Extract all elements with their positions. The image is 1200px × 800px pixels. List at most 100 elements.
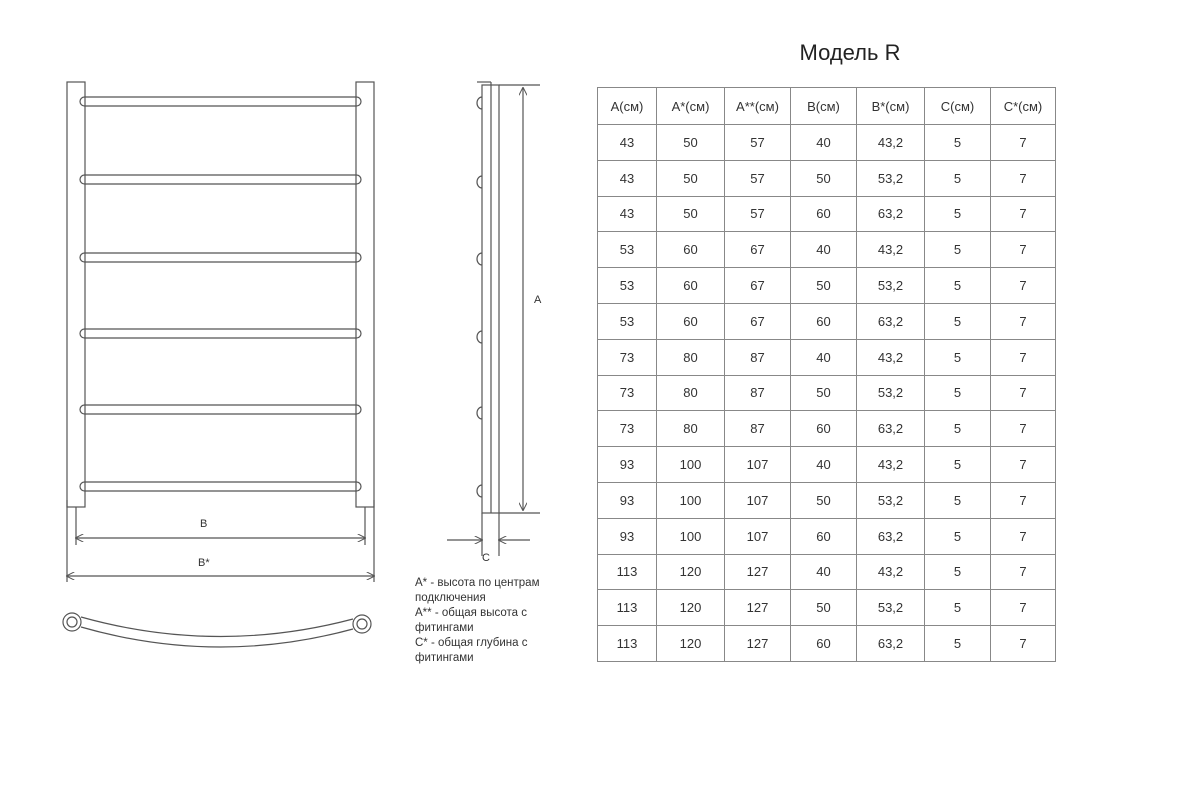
top-view bbox=[62, 612, 372, 648]
table-cell: 57 bbox=[724, 195, 791, 233]
column-header: A(см) bbox=[597, 87, 657, 125]
side-view bbox=[447, 81, 540, 556]
dimension-notes: A* - высота по центрам подключения A** -… bbox=[415, 576, 585, 666]
table-cell: 53 bbox=[597, 267, 657, 304]
table-cell: 43,2 bbox=[856, 124, 925, 161]
table-cell: 5 bbox=[924, 374, 991, 412]
table-cell: 7 bbox=[990, 302, 1056, 340]
table-cell: 43 bbox=[597, 195, 657, 233]
table-cell: 7 bbox=[990, 517, 1056, 555]
table-cell: 43,2 bbox=[856, 553, 925, 591]
table-cell: 80 bbox=[656, 374, 725, 412]
dimensions-table: A(см) A*(см) A**(см) B(см) B*(см) C(см) … bbox=[597, 87, 1056, 662]
table-cell: 50 bbox=[656, 195, 725, 233]
table-cell: 43,2 bbox=[856, 446, 925, 483]
table-cell: 7 bbox=[990, 338, 1056, 376]
table-cell: 73 bbox=[597, 374, 657, 412]
table-cell: 60 bbox=[656, 231, 725, 269]
table-cell: 120 bbox=[656, 553, 725, 591]
table-cell: 93 bbox=[597, 517, 657, 555]
table-cell: 53,2 bbox=[856, 374, 925, 412]
column-header: B*(см) bbox=[856, 87, 925, 125]
table-cell: 67 bbox=[724, 231, 791, 269]
right-rail bbox=[355, 81, 375, 508]
table-cell: 5 bbox=[924, 481, 991, 519]
table-cell: 40 bbox=[790, 338, 857, 376]
rung bbox=[79, 328, 362, 339]
table-cell: 60 bbox=[790, 302, 857, 340]
table-cell: 100 bbox=[656, 517, 725, 555]
table-cell: 73 bbox=[597, 410, 657, 448]
left-rail bbox=[66, 81, 86, 508]
table-cell: 5 bbox=[924, 159, 991, 197]
rung bbox=[79, 96, 362, 107]
table-cell: 50 bbox=[656, 159, 725, 197]
table-cell: 57 bbox=[724, 124, 791, 161]
table-cell: 5 bbox=[924, 446, 991, 483]
table-cell: 43 bbox=[597, 124, 657, 161]
dimension-c-label: C bbox=[482, 552, 490, 564]
table-cell: 60 bbox=[790, 410, 857, 448]
table-cell: 7 bbox=[990, 124, 1056, 161]
table-cell: 67 bbox=[724, 302, 791, 340]
table-cell: 7 bbox=[990, 481, 1056, 519]
table-cell: 57 bbox=[724, 159, 791, 197]
table-cell: 60 bbox=[656, 302, 725, 340]
table-cell: 43,2 bbox=[856, 231, 925, 269]
table-cell: 87 bbox=[724, 374, 791, 412]
table-cell: 5 bbox=[924, 553, 991, 591]
table-cell: 63,2 bbox=[856, 302, 925, 340]
table-cell: 73 bbox=[597, 338, 657, 376]
table-cell: 7 bbox=[990, 374, 1056, 412]
table-cell: 120 bbox=[656, 589, 725, 627]
table-cell: 5 bbox=[924, 338, 991, 376]
side-fittings bbox=[476, 96, 483, 498]
table-cell: 53,2 bbox=[856, 267, 925, 304]
table-cell: 5 bbox=[924, 302, 991, 340]
note-a-double-star: A** - общая высота с фитингами bbox=[415, 607, 527, 634]
table-cell: 50 bbox=[790, 589, 857, 627]
column-header: A**(см) bbox=[724, 87, 791, 125]
rung bbox=[79, 404, 362, 415]
note-a-star: A* - высота по центрам подключения bbox=[415, 577, 540, 604]
table-cell: 7 bbox=[990, 589, 1056, 627]
table-cell: 5 bbox=[924, 124, 991, 161]
table-cell: 93 bbox=[597, 481, 657, 519]
table-cell: 40 bbox=[790, 231, 857, 269]
table-cell: 5 bbox=[924, 517, 991, 555]
table-cell: 60 bbox=[790, 195, 857, 233]
table-cell: 60 bbox=[790, 517, 857, 555]
table-cell: 60 bbox=[790, 625, 857, 662]
table-cell: 127 bbox=[724, 553, 791, 591]
column-header: C*(см) bbox=[990, 87, 1056, 125]
table-cell: 53 bbox=[597, 302, 657, 340]
table-cell: 63,2 bbox=[856, 195, 925, 233]
table-cell: 63,2 bbox=[856, 410, 925, 448]
note-c-star: C* - общая глубина с фитингами bbox=[415, 637, 528, 664]
table-cell: 50 bbox=[656, 124, 725, 161]
table-cell: 7 bbox=[990, 159, 1056, 197]
table-cell: 60 bbox=[656, 267, 725, 304]
rung bbox=[79, 174, 362, 185]
table-cell: 43,2 bbox=[856, 338, 925, 376]
table-cell: 7 bbox=[990, 553, 1056, 591]
rung bbox=[79, 481, 362, 492]
table-cell: 50 bbox=[790, 159, 857, 197]
table-header-row: A(см) A*(см) A**(см) B(см) B*(см) C(см) … bbox=[597, 87, 1056, 125]
table-cell: 100 bbox=[656, 446, 725, 483]
table-cell: 107 bbox=[724, 517, 791, 555]
rung bbox=[79, 252, 362, 263]
